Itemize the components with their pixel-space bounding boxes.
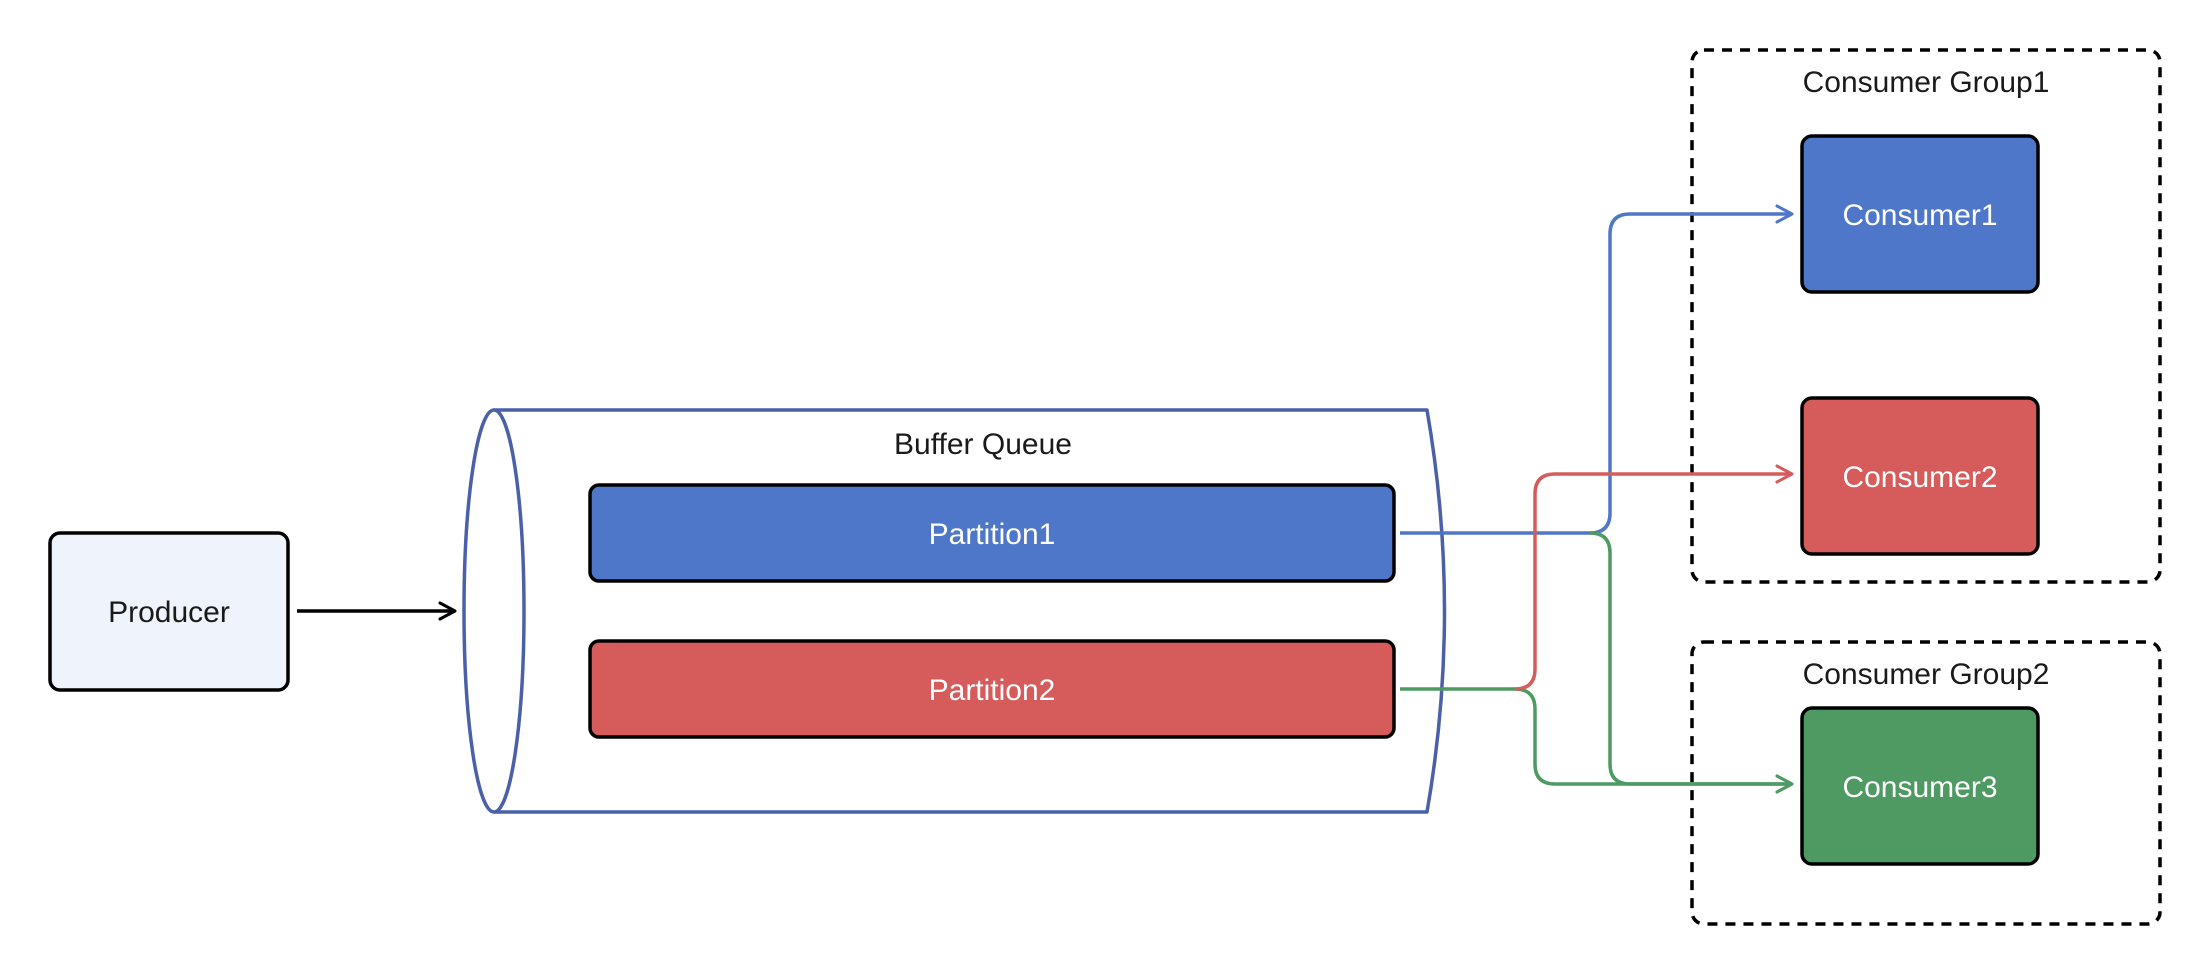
consumer-group1-label: Consumer Group1 [1803, 66, 2050, 99]
consumer-group2: Consumer Group2 [1690, 640, 2162, 926]
consumer3-node: Consumer3 [1800, 706, 2040, 866]
consumer2-node: Consumer2 [1800, 396, 2040, 556]
consumer1-node: Consumer1 [1800, 134, 2040, 294]
consumer-group1: Consumer Group1 [1690, 48, 2162, 584]
partition1-node: Partition1 [588, 483, 1396, 583]
partition2-label: Partition2 [929, 674, 1056, 707]
consumer2-label: Consumer2 [1842, 461, 1997, 494]
partition2-to-consumer2-edge [1514, 464, 1794, 691]
partition1-to-consumer3-edge [1589, 531, 1794, 794]
consumer3-label: Consumer3 [1842, 771, 1997, 804]
producer-label: Producer [108, 596, 230, 629]
producer-node: Producer [48, 531, 290, 692]
consumer1-label: Consumer1 [1842, 199, 1997, 232]
consumer-group2-label: Consumer Group2 [1803, 658, 2050, 691]
buffer-queue-label: Buffer Queue [894, 428, 1072, 461]
buffer-queue-cylinder: Buffer Queue [462, 408, 1447, 814]
partition1-label: Partition1 [929, 518, 1056, 551]
partition2-to-consumer3-edge [1400, 687, 1794, 794]
partition1-to-consumer1-edge [1400, 204, 1794, 535]
partition2-node: Partition2 [588, 639, 1396, 739]
